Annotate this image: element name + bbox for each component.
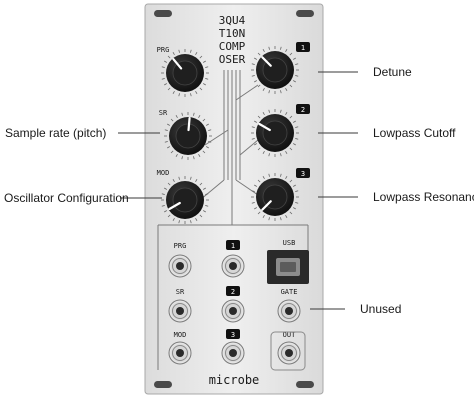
knob-sr[interactable] [164, 112, 212, 160]
jack-badge-1: 1 [226, 240, 240, 250]
jack-badge-1-text: 1 [231, 242, 235, 250]
jack-badge-3-text: 3 [231, 331, 235, 339]
jack-out[interactable] [277, 341, 301, 365]
knob-mod[interactable] [161, 176, 209, 224]
knob-label-prg: PRG [157, 46, 170, 54]
knob-badge-2: 2 [296, 104, 310, 114]
callout-lowpass-resonance: Lowpass Resonance [373, 190, 474, 204]
out-jack-frame [270, 331, 306, 371]
knob-badge-3: 3 [296, 168, 310, 178]
knob-label-sr: SR [159, 109, 168, 117]
jack-gate[interactable] [277, 299, 301, 323]
jack-badge-2: 2 [226, 286, 240, 296]
knob-badge-2-text: 2 [301, 106, 305, 114]
title-line-1: 3QU4 [219, 14, 246, 27]
usb-port[interactable] [267, 250, 309, 284]
jack-1[interactable] [221, 254, 245, 278]
callout-unused: Unused [360, 302, 402, 316]
title-line-2: T10N [219, 27, 246, 40]
title-line-4: OSER [219, 53, 246, 66]
callout-lowpass-cutoff: Lowpass Cutoff [373, 126, 456, 140]
knob-lowpass-resonance[interactable] [251, 173, 299, 221]
jack-3[interactable] [221, 341, 245, 365]
knob-badge-3-text: 3 [301, 170, 305, 178]
jack-label-mod: MOD [174, 331, 187, 339]
mounting-hole-bottom-right [296, 381, 314, 388]
jack-prg[interactable] [168, 254, 192, 278]
knob-detune[interactable] [251, 46, 299, 94]
jack-badge-3: 3 [226, 329, 240, 339]
jack-label-gate: GATE [281, 288, 298, 296]
brand-logo: microbe [209, 373, 260, 387]
knob-lowpass-cutoff[interactable] [251, 109, 299, 157]
jack-sr[interactable] [168, 299, 192, 323]
module-title: 3QU4 T10N COMP OSER [219, 14, 246, 66]
mounting-hole-bottom-left [154, 381, 172, 388]
jack-label-usb: USB [283, 239, 296, 247]
mounting-hole-top-right [296, 10, 314, 17]
knob-badge-1: 1 [296, 42, 310, 52]
title-line-3: COMP [219, 40, 246, 53]
jack-2[interactable] [221, 299, 245, 323]
module-panel [144, 3, 324, 395]
knob-prg[interactable] [161, 49, 209, 97]
knob-label-mod: MOD [157, 169, 170, 177]
mounting-hole-top-left [154, 10, 172, 17]
knob-badge-1-text: 1 [301, 44, 305, 52]
panel-traces [157, 70, 309, 370]
jack-label-prg: PRG [174, 242, 187, 250]
callout-detune: Detune [373, 65, 412, 79]
jack-label-sr: SR [176, 288, 185, 296]
jack-mod[interactable] [168, 341, 192, 365]
callout-sample-rate: Sample rate (pitch) [5, 126, 107, 140]
callout-oscillator-configuration: Oscillator Configuration [4, 191, 129, 205]
jack-label-out: OUT [283, 331, 296, 339]
callout-lines [118, 71, 358, 310]
jack-badge-2-text: 2 [231, 288, 235, 296]
